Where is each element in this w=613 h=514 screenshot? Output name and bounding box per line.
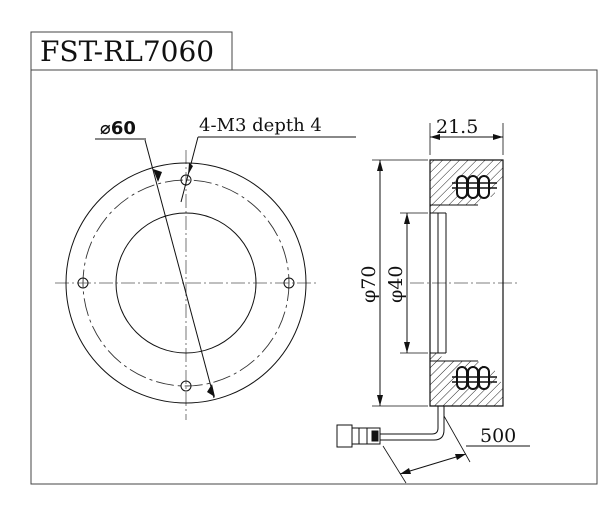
hole-top <box>180 174 192 186</box>
cable-arrow-left <box>400 468 411 474</box>
od-arrow-top <box>377 160 383 171</box>
inner-circle <box>115 212 257 354</box>
hole-callout-label: 4-M3 depth 4 <box>199 115 322 136</box>
led-group-top <box>452 175 497 199</box>
id-arrow-top <box>404 213 410 224</box>
inner-diameter-label: φ40 <box>385 266 407 303</box>
cable <box>380 406 445 441</box>
width-arrow-left <box>430 134 440 140</box>
cable-length-label: 500 <box>480 425 516 447</box>
cable-arrow-right <box>455 454 466 460</box>
diameter-60-dimension-line <box>144 139 215 399</box>
outer-diameter-label: φ70 <box>358 266 380 303</box>
hole-left <box>77 277 89 289</box>
drawing-frame <box>30 69 598 485</box>
width-label: 21.5 <box>436 116 478 138</box>
cable-dim-line <box>399 453 467 475</box>
bolt-circle <box>82 179 290 387</box>
hole-right <box>283 277 295 289</box>
outer-circle <box>65 162 307 404</box>
cable-connector <box>336 424 381 448</box>
diameter-arrow-bottom <box>207 384 215 397</box>
front-view: ⌀60 4-M3 depth 4 <box>55 115 356 420</box>
diameter-arrow-top <box>153 169 162 182</box>
hole-bottom <box>180 380 192 392</box>
inner-bore-left <box>430 212 439 354</box>
cable-dim-ext-left <box>382 445 407 484</box>
side-view: 21.5 φ70 φ40 <box>336 116 530 484</box>
id-arrow-bottom <box>404 342 410 353</box>
title-box <box>30 31 233 71</box>
hole-callout-arrow <box>188 163 193 175</box>
led-group-bottom <box>452 366 497 390</box>
drawing-title: FST-RL7060 <box>40 35 214 68</box>
od-arrow-bottom <box>377 395 383 406</box>
diameter-60-label: ⌀60 <box>100 118 136 139</box>
width-arrow-right <box>493 134 503 140</box>
side-outer-outline <box>429 159 504 407</box>
